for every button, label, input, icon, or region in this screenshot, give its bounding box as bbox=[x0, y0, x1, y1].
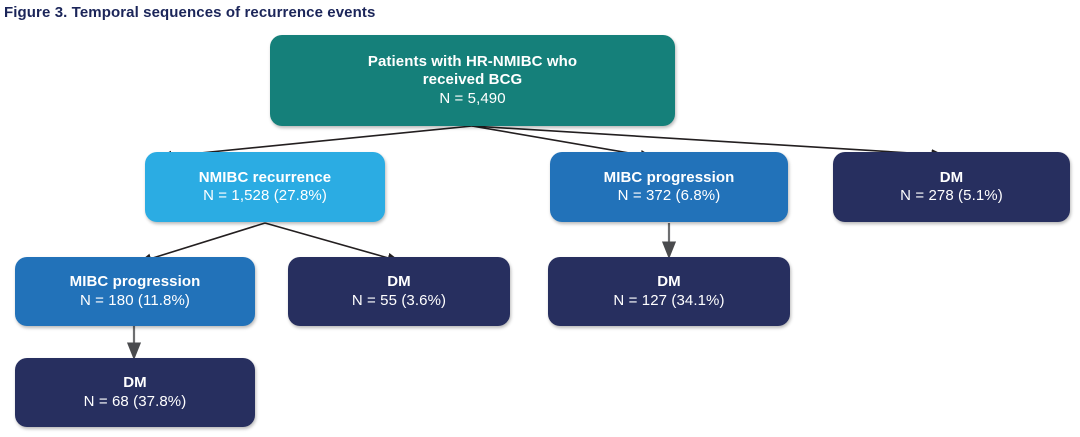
node-title-line1: DM bbox=[387, 273, 411, 291]
node-title-line1: MIBC progression bbox=[69, 273, 201, 291]
node-count: N = 68 (37.8%) bbox=[83, 392, 187, 410]
node-title-line1: DM bbox=[939, 168, 964, 186]
node-title-line2: received BCG bbox=[422, 71, 523, 89]
edge-root-to-dm bbox=[471, 125, 945, 160]
node-count: N = 278 (5.1%) bbox=[900, 187, 1003, 204]
node-dm-from-mibc-progression[interactable]: DM N = 127 (34.1%) bbox=[548, 257, 790, 326]
node-mibc-progression-level2[interactable]: MIBC progression N = 180 (11.8%) bbox=[15, 257, 255, 326]
edge-nmibc-recurrence-to-dm-55 bbox=[264, 222, 401, 263]
node-mibc-progression-level1[interactable]: MIBC progression N = 372 (6.8%) bbox=[550, 152, 788, 222]
node-dm-level3[interactable]: DM N = 68 (37.8%) bbox=[15, 358, 255, 427]
node-title-line1: Patients with HR-NMIBC who bbox=[367, 53, 578, 71]
node-count: N = 180 (11.8%) bbox=[79, 291, 191, 309]
node-nmibc-recurrence[interactable]: NMIBC recurrence N = 1,528 (27.8%) bbox=[145, 152, 385, 222]
node-title-line1: NMIBC recurrence bbox=[198, 168, 332, 186]
node-dm-level1[interactable]: DM N = 278 (5.1%) bbox=[833, 152, 1070, 222]
figure-title: Figure 3. Temporal sequences of recurren… bbox=[4, 4, 376, 21]
node-dm-from-nmibc-recurrence[interactable]: DM N = 55 (3.6%) bbox=[288, 257, 510, 326]
node-count: N = 372 (6.8%) bbox=[617, 187, 721, 204]
node-title-line1: DM bbox=[123, 374, 147, 392]
node-count: N = 127 (34.1%) bbox=[613, 291, 725, 309]
node-count: N = 55 (3.6%) bbox=[351, 291, 447, 309]
node-count: N = 1,528 (27.8%) bbox=[203, 187, 327, 204]
node-count: N = 5,490 bbox=[439, 89, 506, 107]
node-title-line1: MIBC progression bbox=[603, 168, 735, 186]
node-root-patients-hr-nmibc[interactable]: Patients with HR-NMIBC who received BCG … bbox=[270, 35, 675, 126]
node-title-line1: DM bbox=[657, 273, 681, 291]
